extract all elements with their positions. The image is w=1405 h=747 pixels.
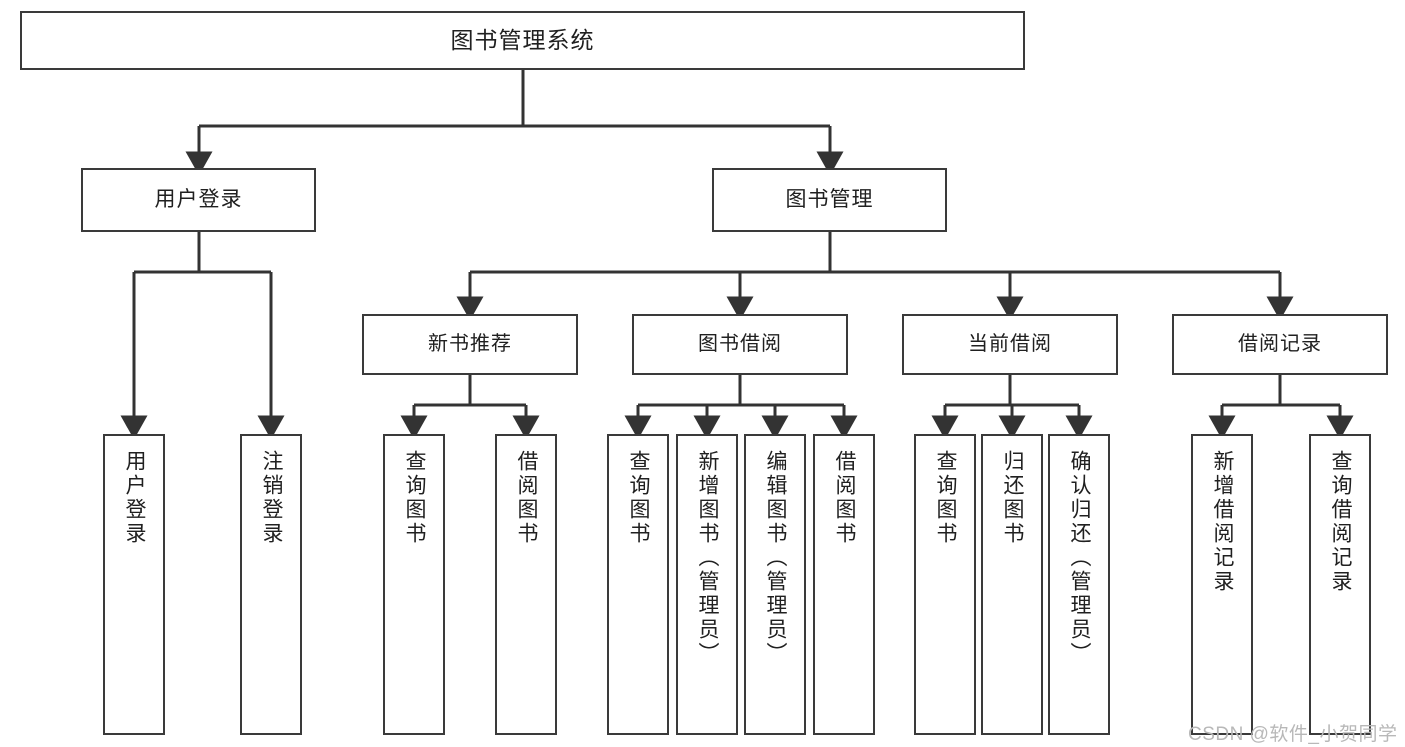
node-new-book-rec-label: 新书推荐 — [428, 333, 512, 355]
leaf-return-book[interactable]: 归还图书 — [981, 434, 1043, 735]
leaf-logout-login-label: 注销登录 — [260, 450, 284, 546]
node-book-borrow-label: 图书借阅 — [698, 333, 782, 355]
leaf-user-login[interactable]: 用户登录 — [103, 434, 165, 735]
leaf-confirm-return-label: 确认归还（管理员） — [1068, 450, 1092, 666]
leaf-logout-login[interactable]: 注销登录 — [240, 434, 302, 735]
node-book-borrow[interactable]: 图书借阅 — [632, 314, 848, 375]
leaf-query-book-2[interactable]: 查询图书 — [607, 434, 669, 735]
node-current-borrow[interactable]: 当前借阅 — [902, 314, 1118, 375]
leaf-borrow-book-1-label: 借阅图书 — [515, 450, 539, 546]
leaf-query-record[interactable]: 查询借阅记录 — [1309, 434, 1371, 735]
node-book-manage[interactable]: 图书管理 — [712, 168, 947, 232]
leaf-add-record-label: 新增借阅记录 — [1211, 450, 1235, 594]
leaf-edit-book-label: 编辑图书（管理员） — [764, 450, 788, 666]
node-root-label: 图书管理系统 — [450, 27, 595, 54]
leaf-query-book-1[interactable]: 查询图书 — [383, 434, 445, 735]
leaf-edit-book[interactable]: 编辑图书（管理员） — [744, 434, 806, 735]
leaf-add-book[interactable]: 新增图书（管理员） — [676, 434, 738, 735]
node-borrow-record[interactable]: 借阅记录 — [1172, 314, 1388, 375]
node-user-login[interactable]: 用户登录 — [81, 168, 316, 232]
leaf-add-book-label: 新增图书（管理员） — [696, 450, 720, 666]
leaf-query-book-3-label: 查询图书 — [934, 450, 958, 546]
leaf-query-book-1-label: 查询图书 — [403, 450, 427, 546]
leaf-user-login-label: 用户登录 — [123, 450, 147, 546]
leaf-return-book-label: 归还图书 — [1001, 450, 1025, 546]
node-borrow-record-label: 借阅记录 — [1238, 333, 1322, 355]
leaf-borrow-book-1[interactable]: 借阅图书 — [495, 434, 557, 735]
node-current-borrow-label: 当前借阅 — [968, 333, 1052, 355]
leaf-query-book-3[interactable]: 查询图书 — [914, 434, 976, 735]
csdn-watermark: CSDN @软件_小贺同学 — [1188, 724, 1398, 745]
leaf-confirm-return[interactable]: 确认归还（管理员） — [1048, 434, 1110, 735]
leaf-borrow-book-2[interactable]: 借阅图书 — [813, 434, 875, 735]
leaf-add-record[interactable]: 新增借阅记录 — [1191, 434, 1253, 735]
node-root[interactable]: 图书管理系统 — [20, 11, 1025, 70]
leaf-query-book-2-label: 查询图书 — [627, 450, 651, 546]
leaf-query-record-label: 查询借阅记录 — [1329, 450, 1353, 594]
node-user-login-label: 用户登录 — [154, 187, 243, 211]
node-book-manage-label: 图书管理 — [785, 187, 874, 211]
leaf-borrow-book-2-label: 借阅图书 — [833, 450, 857, 546]
node-new-book-rec[interactable]: 新书推荐 — [362, 314, 578, 375]
